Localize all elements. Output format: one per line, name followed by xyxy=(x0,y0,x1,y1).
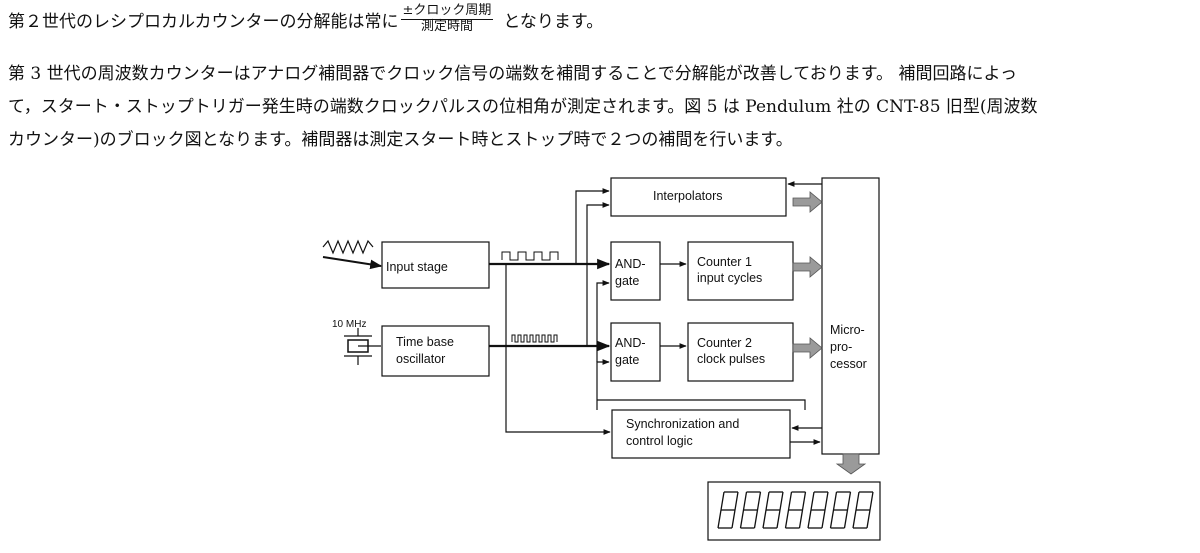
block-diagram: Interpolators Input stage AND- gate Coun… xyxy=(322,177,881,541)
paragraph-line-3: カウンター)のブロック図となります。補間器は測定スタート時とストップ時で２つの補… xyxy=(8,130,793,150)
counter1-bus-arrow xyxy=(792,256,823,278)
display-digit xyxy=(807,491,829,529)
counter-2-label-1: Counter 2 xyxy=(697,336,752,350)
interpolators-bus-arrow xyxy=(792,191,823,213)
input-to-sync-line xyxy=(505,264,611,435)
digit-segment xyxy=(829,509,835,529)
display-digit xyxy=(784,491,807,529)
fraction-numerator: ±クロック周期 xyxy=(400,3,494,20)
digit-segment xyxy=(739,509,745,529)
digit-segment xyxy=(765,491,770,511)
and-gate-1-block xyxy=(610,241,661,301)
formula-intro: 第２世代のレシプロカルカウンターの分解能は常に xyxy=(8,11,399,32)
clock-wave-icon xyxy=(511,334,558,343)
display-bus-arrow xyxy=(835,453,867,475)
input-to-interpolators-line xyxy=(575,188,610,264)
digit-segment xyxy=(810,491,815,511)
sync-label-2: control logic xyxy=(626,434,693,448)
digit-segment xyxy=(846,491,852,511)
sync-control-block xyxy=(611,409,791,459)
and-gate-1-label-1: AND- xyxy=(615,257,646,271)
digit-segment xyxy=(852,509,857,529)
digit-segment xyxy=(717,509,722,529)
time-base-label-1: Time base xyxy=(396,335,454,349)
sync-feedback-line xyxy=(597,399,806,410)
sync-to-and1-line xyxy=(596,280,610,362)
digit-segment xyxy=(824,491,829,511)
sine-wave-icon xyxy=(322,239,374,255)
input-stage-label: Input stage xyxy=(386,260,448,274)
digit-segment xyxy=(742,491,748,511)
square-wave-icon xyxy=(501,251,559,261)
display-digit xyxy=(739,491,762,529)
digit-segment xyxy=(801,491,807,511)
digit-segment xyxy=(731,509,736,529)
counter2-bus-arrow xyxy=(792,337,823,359)
frequency-label: 10 MHz xyxy=(332,319,366,330)
digit-segment xyxy=(866,509,871,529)
digit-segment xyxy=(784,509,790,529)
digit-segment xyxy=(756,491,762,511)
digit-segment xyxy=(869,491,874,511)
digit-segment xyxy=(855,491,860,511)
time-base-block xyxy=(381,325,490,377)
clock-to-interpolators-line xyxy=(586,202,610,346)
digit-segment xyxy=(720,491,725,511)
digit-segment xyxy=(807,509,812,529)
time-base-label-2: oscillator xyxy=(396,352,445,366)
display-digit xyxy=(852,491,874,529)
microprocessor-label-2: pro- xyxy=(830,340,852,354)
digit-segment xyxy=(734,491,739,511)
paragraph-line-2: て，スタート・ストップトリガー発生時の端数クロックパルスの位相角が測定されます。… xyxy=(8,97,1038,117)
seven-segment-digits xyxy=(717,491,874,529)
counter-1-label-2: input cycles xyxy=(697,271,762,285)
display-digit xyxy=(829,491,852,529)
paragraph-line-1: 第 3 世代の周波数カウンターはアナログ補間器でクロック信号の端数を補間すること… xyxy=(8,64,1017,84)
interpolators-block xyxy=(610,177,787,217)
formula-outro: となります。 xyxy=(503,11,604,32)
formula-line: 第２世代のレシプロカルカウンターの分解能は常に ±クロック周期 測定時間 となり… xyxy=(8,3,604,35)
display-digit xyxy=(717,491,739,529)
microprocessor-block xyxy=(821,177,880,455)
and-gate-1-label-2: gate xyxy=(615,274,639,288)
sync-to-and2-line xyxy=(596,359,610,410)
display-digit xyxy=(762,491,784,529)
digit-segment xyxy=(753,509,759,529)
digit-segment xyxy=(787,491,793,511)
counter-2-label-2: clock pulses xyxy=(697,352,765,366)
digit-segment xyxy=(832,491,838,511)
digit-segment xyxy=(762,509,767,529)
resolution-fraction: ±クロック周期 測定時間 xyxy=(400,3,494,35)
and-gate-2-label-1: AND- xyxy=(615,336,646,350)
display-block xyxy=(707,481,881,541)
microprocessor-label-1: Micro- xyxy=(830,323,865,337)
input-arrow xyxy=(322,256,383,270)
description-paragraph: 第 3 世代の周波数カウンターはアナログ補間器でクロック信号の端数を補間すること… xyxy=(8,58,1196,157)
counter-1-label-1: Counter 1 xyxy=(697,255,752,269)
digit-segment xyxy=(776,509,781,529)
digit-segment xyxy=(843,509,849,529)
digit-segment xyxy=(821,509,826,529)
and-gate-2-block xyxy=(610,322,661,382)
digit-segment xyxy=(779,491,784,511)
interpolators-label: Interpolators xyxy=(653,189,722,203)
microprocessor-label-3: cessor xyxy=(830,357,867,371)
sync-label-1: Synchronization and xyxy=(626,417,739,431)
fraction-denominator: 測定時間 xyxy=(420,18,473,34)
digit-segment xyxy=(798,509,804,529)
and-gate-2-label-2: gate xyxy=(615,353,639,367)
